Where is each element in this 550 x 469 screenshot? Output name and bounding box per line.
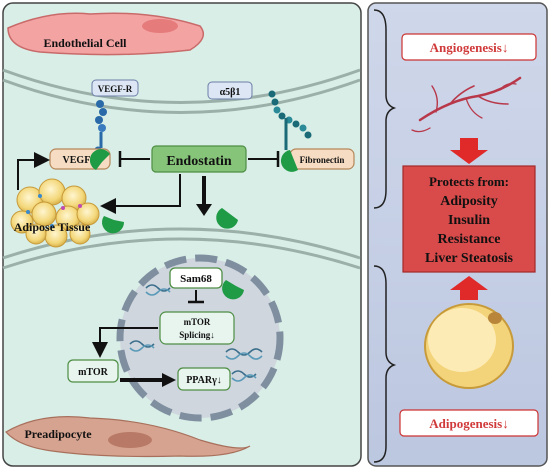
preadipocyte-membrane-inner — [2, 237, 361, 270]
splicing-to-mtor-arrow — [92, 327, 158, 358]
adipose-tissue-icon — [10, 178, 100, 248]
endothelial-nucleus — [142, 19, 178, 33]
protects-line-1: Protects from: — [429, 174, 509, 189]
protects-line-5: Liver Steatosis — [425, 251, 514, 266]
adipose-pacman-icon — [102, 216, 125, 234]
preadipocyte-nucleus — [108, 432, 152, 448]
adipogenesis-label: Adipogenesis↓ — [429, 416, 508, 431]
endothelial-membrane-outer — [2, 68, 361, 104]
bottom-bracket — [373, 265, 397, 463]
down-red-arrow — [450, 138, 488, 164]
ppar-box — [177, 367, 231, 391]
mtor-label: mTOR — [78, 367, 109, 378]
integrin-receptor-icon — [268, 90, 312, 150]
endothelial-membrane-inner — [2, 78, 361, 114]
vegf-pacman-icon — [89, 149, 110, 170]
protects-line-2: Adiposity — [440, 194, 498, 209]
adipogenesis-box — [399, 409, 539, 437]
adipocyte-icon — [424, 303, 514, 389]
ppar-label: PPARγ↓ — [186, 375, 222, 386]
endostatin-down-arrowhead — [196, 204, 212, 216]
dna-icon — [129, 284, 263, 382]
vegf-label: VEGF ↓ — [63, 155, 98, 166]
endostatin-to-adipose-arrow — [100, 174, 181, 214]
protects-line-3: Insulin — [448, 213, 490, 228]
endothelial-cell-label: Endothelial Cell — [43, 36, 127, 50]
angiogenesis-box — [401, 33, 537, 61]
sam68-box — [169, 267, 223, 289]
fibronectin-label: Fibronectin — [300, 155, 345, 165]
integrin-label: α5β1 — [220, 87, 241, 98]
preadipocyte-label: Preadipocyte — [24, 427, 92, 441]
endostatin-box — [151, 145, 247, 173]
mtor-splicing-line2: Splicing↓ — [179, 330, 215, 340]
sam68-pacman-icon — [222, 280, 244, 300]
mtor-to-ppar-arrowhead — [162, 373, 176, 387]
protects-box — [402, 165, 536, 273]
mtor-splicing-box — [159, 311, 235, 345]
adipose-to-vegf-arrow — [17, 152, 50, 190]
adipose-tissue-label: Adipose Tissue — [14, 220, 91, 234]
mtor-splicing-line1: mTOR — [184, 317, 211, 327]
mtor-box — [67, 359, 119, 383]
protects-line-4: Resistance — [438, 232, 501, 247]
vegf-r-label: VEGF-R — [98, 84, 133, 94]
top-bracket — [373, 9, 397, 209]
endostatin-label: Endostatin — [166, 154, 232, 169]
up-red-arrow — [450, 276, 488, 300]
blood-vessel-icon — [411, 76, 522, 133]
fibronectin-pacman-icon — [280, 150, 298, 172]
sam68-label: Sam68 — [180, 273, 212, 285]
endostatin-pacman-icon — [216, 208, 238, 229]
integrin-box — [207, 81, 253, 100]
angiogenesis-label: Angiogenesis↓ — [430, 40, 509, 55]
vegf-r-box — [91, 79, 139, 97]
